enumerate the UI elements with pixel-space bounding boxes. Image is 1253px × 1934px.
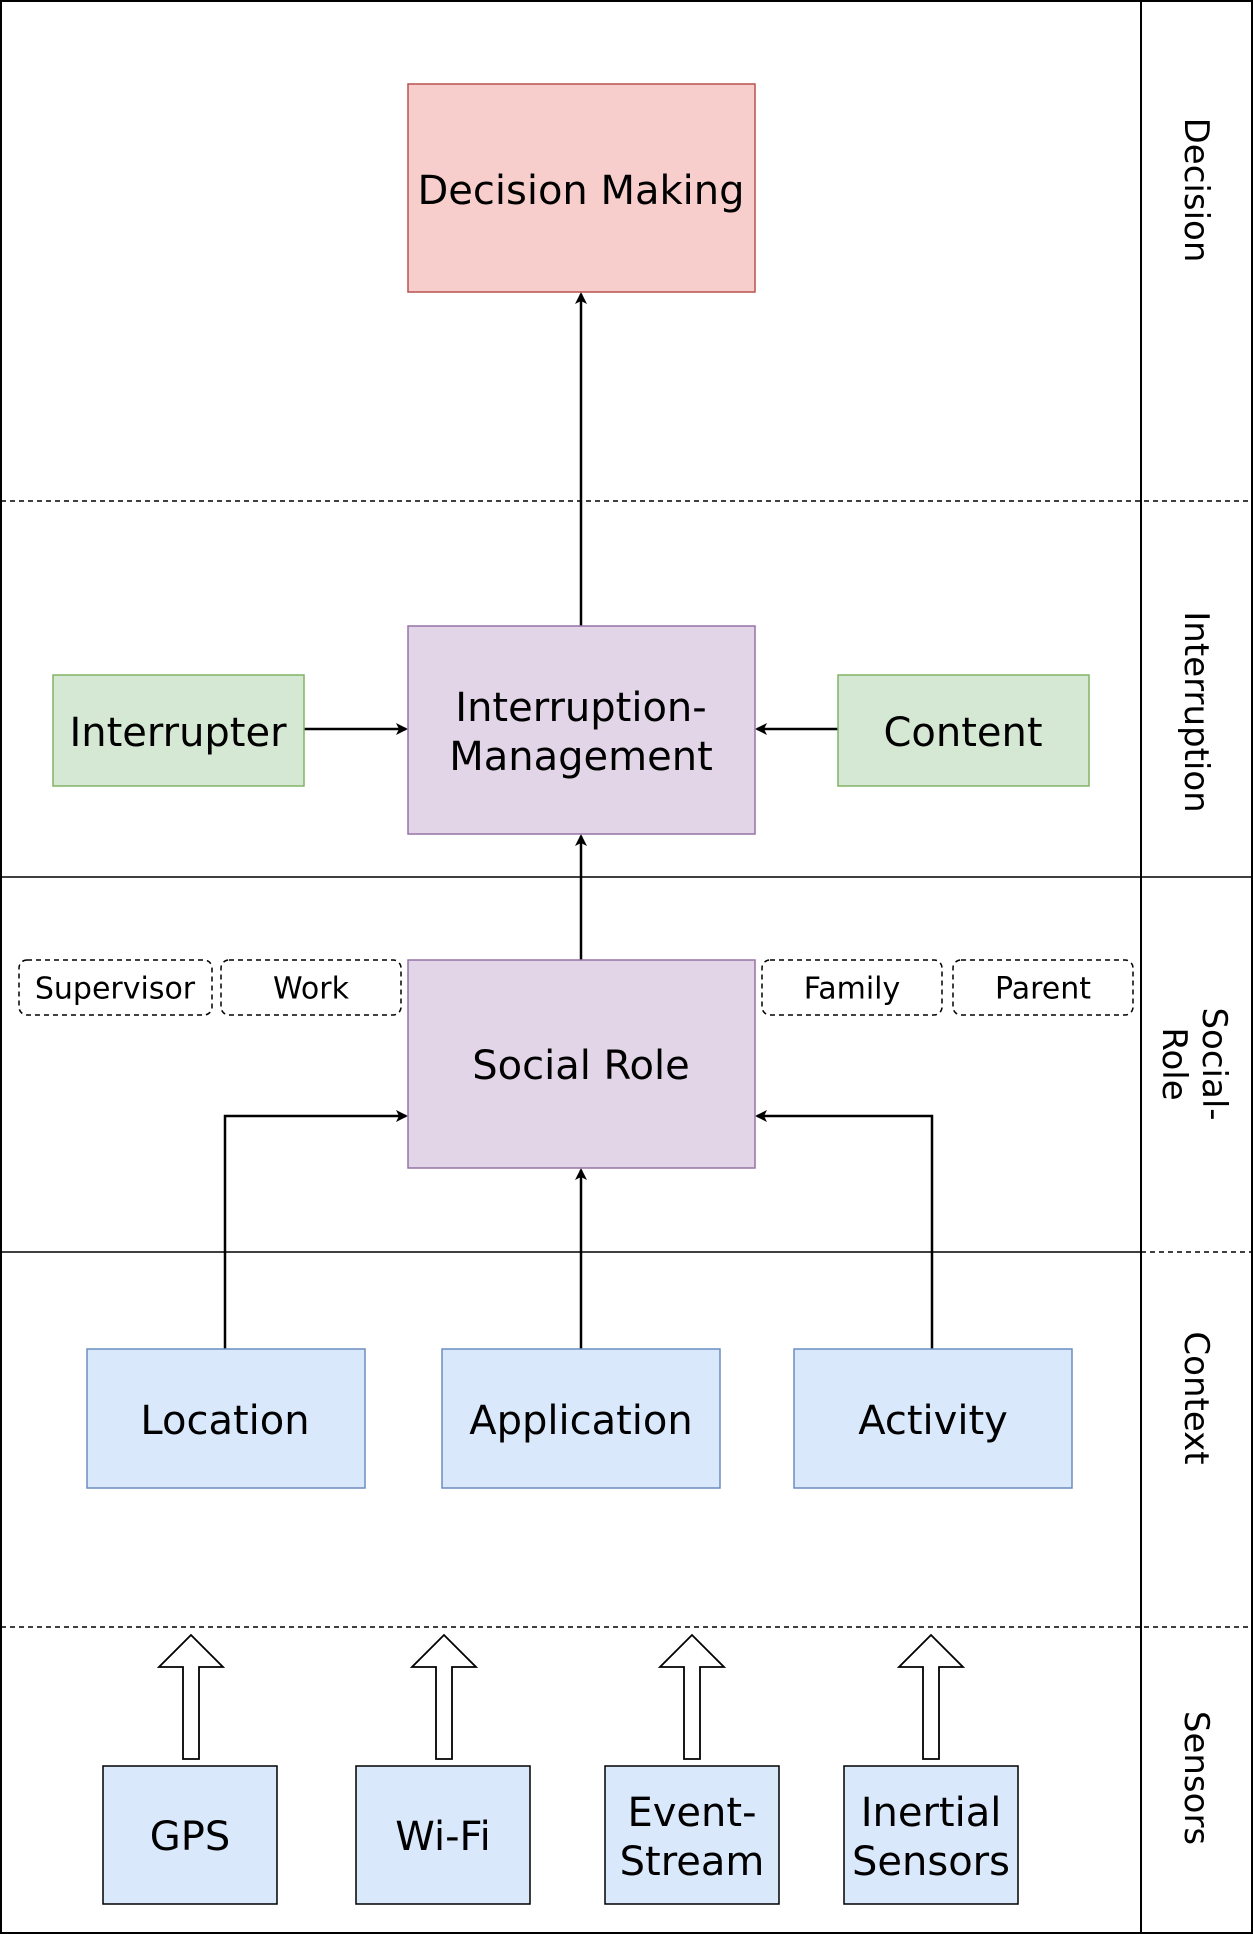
lane-label-sensors: Sensors	[1176, 1711, 1216, 1845]
node-wifi-label: Wi-Fi	[395, 1814, 490, 1860]
node-inertial-sensors-label-line2: Sensors	[852, 1839, 1010, 1885]
node-interruption-management: Interruption- Management	[407, 625, 756, 835]
node-social-role-label: Social Role	[472, 1043, 690, 1089]
lane-label-social-role-line1: Social-	[1194, 1007, 1234, 1120]
block-arrow-inertial-up	[896, 1633, 966, 1760]
role-tag-parent-label: Parent	[995, 972, 1091, 1007]
block-arrow-event-stream-up	[657, 1633, 727, 1760]
node-gps: GPS	[102, 1765, 278, 1905]
node-application: Application	[441, 1348, 721, 1489]
arrow-location-to-social	[223, 1110, 408, 1349]
role-tag-supervisor-label: Supervisor	[35, 972, 196, 1007]
arrow-activity-to-social	[755, 1110, 934, 1349]
node-interruption-management-label-line1: Interruption-	[455, 685, 706, 731]
lane-label-social-role-line2: Role	[1154, 1027, 1194, 1100]
node-wifi: Wi-Fi	[355, 1765, 531, 1905]
block-arrow-gps-up	[156, 1633, 226, 1760]
node-event-stream: Event- Stream	[604, 1765, 780, 1905]
node-content: Content	[837, 674, 1090, 787]
role-tag-supervisor: Supervisor	[18, 959, 213, 1016]
role-tag-work-label: Work	[273, 972, 350, 1007]
node-location-label: Location	[140, 1398, 309, 1444]
lane-label-interruption: Interruption	[1176, 611, 1216, 812]
node-event-stream-label-line1: Event-	[627, 1790, 756, 1836]
node-social-role: Social Role	[407, 959, 756, 1169]
node-inertial-sensors: Inertial Sensors	[843, 1765, 1019, 1905]
node-inertial-sensors-label-line1: Inertial	[861, 1790, 1002, 1836]
node-activity: Activity	[793, 1348, 1073, 1489]
role-tag-family: Family	[761, 959, 943, 1016]
node-interruption-management-label-line2: Management	[449, 734, 713, 780]
block-arrow-wifi-up	[409, 1633, 479, 1760]
lane-label-decision: Decision	[1176, 118, 1216, 263]
node-interrupter-label: Interrupter	[69, 710, 287, 756]
node-content-label: Content	[883, 710, 1042, 756]
node-activity-label: Activity	[858, 1398, 1008, 1444]
node-interrupter: Interrupter	[52, 674, 305, 787]
node-decision-making: Decision Making	[407, 83, 756, 293]
node-event-stream-label-line2: Stream	[620, 1839, 765, 1885]
role-tag-work: Work	[220, 959, 402, 1016]
role-tag-family-label: Family	[804, 972, 901, 1007]
node-location: Location	[86, 1348, 366, 1489]
node-application-label: Application	[469, 1398, 693, 1444]
node-decision-making-label: Decision Making	[417, 168, 744, 214]
node-gps-label: GPS	[150, 1814, 231, 1860]
role-tag-parent: Parent	[952, 959, 1134, 1016]
lane-label-context: Context	[1176, 1331, 1216, 1464]
